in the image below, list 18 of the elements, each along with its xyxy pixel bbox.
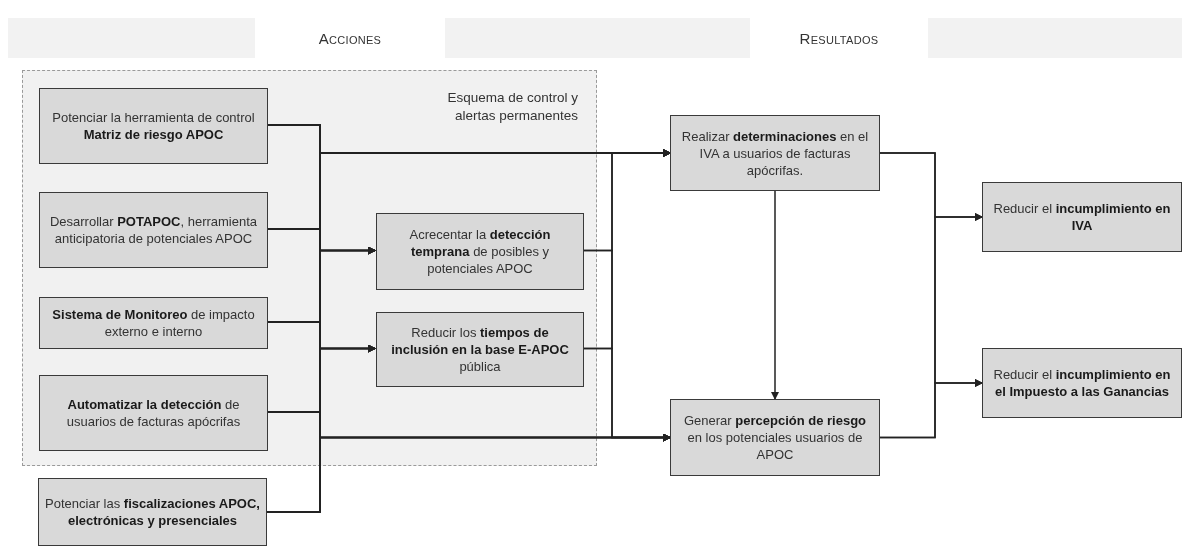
group-title: Esquema de control y alertas permanentes xyxy=(446,89,578,125)
connector-arrow xyxy=(879,379,983,439)
process-box: Sistema de Monitoreo de impacto externo e interno xyxy=(39,297,268,349)
process-box: Reducir los tiempos de inclusión en la base E-APOC pública xyxy=(376,312,584,387)
process-box: Generar percepción de riesgo en los potenciales usuarios de APOC xyxy=(670,399,880,476)
process-box: Acrecentar la detección temprana de posibles y potenciales APOC xyxy=(376,213,584,290)
connector-arrow xyxy=(771,190,779,400)
process-box: Reducir el incumplimiento en el Impuesto a las Ganancias xyxy=(982,348,1182,418)
column-heading: Acciones xyxy=(317,28,383,49)
group-frame xyxy=(22,70,597,466)
column-heading: Resultados xyxy=(798,28,880,49)
process-box: Automatizar la detección de usuarios de facturas apócrifas xyxy=(39,375,268,451)
process-box: Potenciar la herramienta de control Matriz de riesgo APOC xyxy=(39,88,268,164)
process-box: Potenciar las fiscalizaciones APOC, electrónicas y presenciales xyxy=(38,478,267,546)
process-box: Reducir el incumplimiento en IVA xyxy=(982,182,1182,252)
process-box: Desarrollar POTAPOC, herramienta anticipatoria de potenciales APOC xyxy=(39,192,268,268)
connector-arrow xyxy=(582,347,671,442)
process-box: Realizar determinaciones en el IVA a usuarios de facturas apócrifas. xyxy=(670,115,880,191)
